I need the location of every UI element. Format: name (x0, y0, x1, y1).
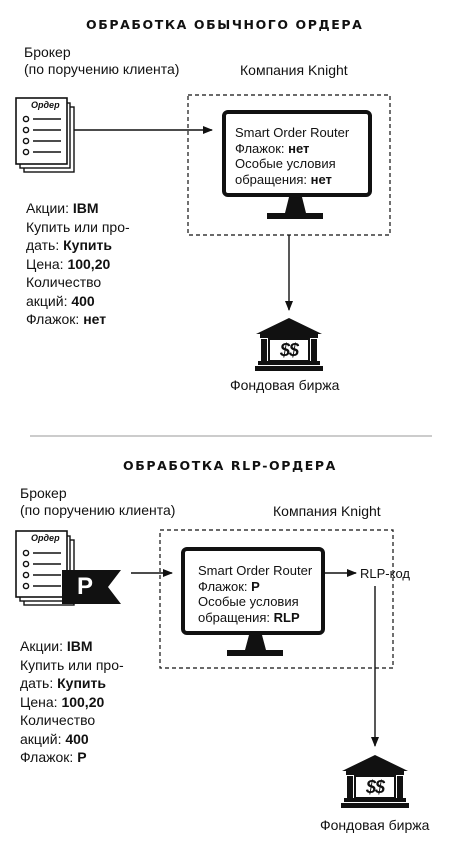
exchange-building-icon (255, 318, 323, 371)
monitor-icon-rlp (181, 547, 325, 656)
detail-flag: Флажок: нет (26, 311, 107, 327)
detail-qty: акций: 400 (26, 292, 95, 309)
broker-line2: (по поручению клиента) (20, 501, 176, 518)
exchange-building-icon-rlp (341, 755, 409, 808)
broker-label-rlp: Брокер (по поручению клиента) (20, 485, 175, 518)
router-text-rlp: Smart Order Router Флажок: P Особые усло… (198, 563, 312, 625)
broker-line1: Брокер (24, 44, 71, 60)
detail-qty: акций: 400 (20, 730, 89, 747)
router-text: Smart Order Router Флажок: нет Особые ус… (235, 125, 349, 187)
detail-stock: Акции: IBM (26, 200, 99, 216)
rlp-flag-icon (62, 570, 121, 604)
router-conditions-line1: Особые условия (235, 156, 336, 171)
company-dashed-box-rlp (159, 529, 394, 669)
detail-qty-line1: Количество (20, 712, 96, 728)
detail-action: дать: Купить (20, 675, 106, 691)
router-flag: Флажок: нет (235, 140, 310, 156)
detail-qty-line1: Количество (26, 274, 102, 290)
order-details-rlp: Акции: IBM Купить или про- дать: Купить … (20, 637, 124, 767)
router-flag: Флажок: P (198, 578, 260, 594)
detail-action-line1: Купить или про- (26, 218, 130, 235)
exchange-label: Фондовая биржа (230, 377, 340, 393)
router-conditions: обращения: RLP (198, 609, 300, 625)
detail-flag: Флажок: P (20, 749, 87, 765)
router-conditions-line1: Особые условия (198, 594, 299, 609)
section-title-rlp: ОБРАБОТКА RLP-ОРДЕРА (123, 458, 337, 473)
router-conditions: обращения: нет (235, 171, 332, 187)
detail-price: Цена: 100,20 (20, 693, 105, 710)
company-label: Компания Knight (240, 62, 348, 78)
dollar-sign-icon-rlp: $$ (365, 777, 385, 797)
monitor-icon (222, 110, 372, 219)
detail-action-line1: Купить или про- (20, 656, 124, 673)
rlp-code-label: RLP-код (360, 566, 410, 581)
dollar-sign-icon: $$ (279, 340, 299, 360)
detail-stock: Акции: IBM (20, 638, 93, 654)
order-doc-label: Ордер (31, 100, 60, 110)
router-title: Smart Order Router (198, 563, 313, 578)
broker-label: Брокер (по поручению клиента) (24, 44, 179, 77)
detail-price: Цена: 100,20 (26, 255, 111, 272)
order-doc-label-rlp: Ордер (31, 533, 60, 543)
section-title-regular: ОБРАБОТКА ОБЫЧНОГО ОРДЕРА (86, 17, 364, 32)
rlp-flag-letter: P (76, 573, 93, 600)
detail-action: дать: Купить (26, 237, 112, 253)
exchange-label-rlp: Фондовая биржа (320, 817, 430, 833)
broker-line2: (по поручению клиента) (24, 60, 180, 77)
order-document-stack-icon (15, 97, 75, 173)
router-title: Smart Order Router (235, 125, 350, 140)
order-details: Акции: IBM Купить или про- дать: Купить … (26, 199, 130, 329)
company-label-rlp: Компания Knight (273, 503, 381, 519)
broker-line1: Брокер (20, 485, 67, 501)
